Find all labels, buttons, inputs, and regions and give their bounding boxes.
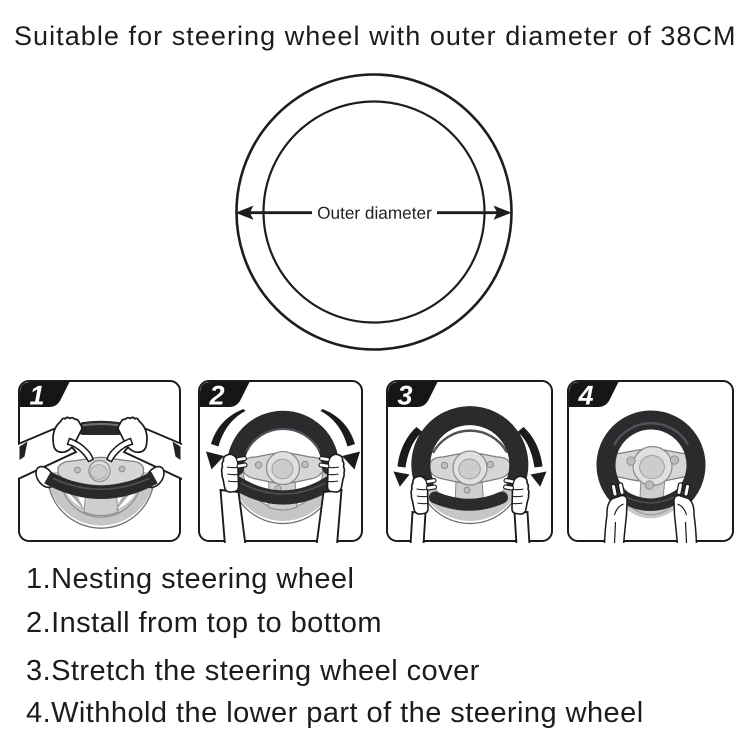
- svg-text:2: 2: [208, 380, 224, 410]
- svg-text:Outer diameter: Outer diameter: [317, 203, 432, 223]
- svg-text:4: 4: [577, 380, 593, 410]
- svg-text:3: 3: [397, 380, 412, 410]
- svg-text:1: 1: [29, 380, 44, 410]
